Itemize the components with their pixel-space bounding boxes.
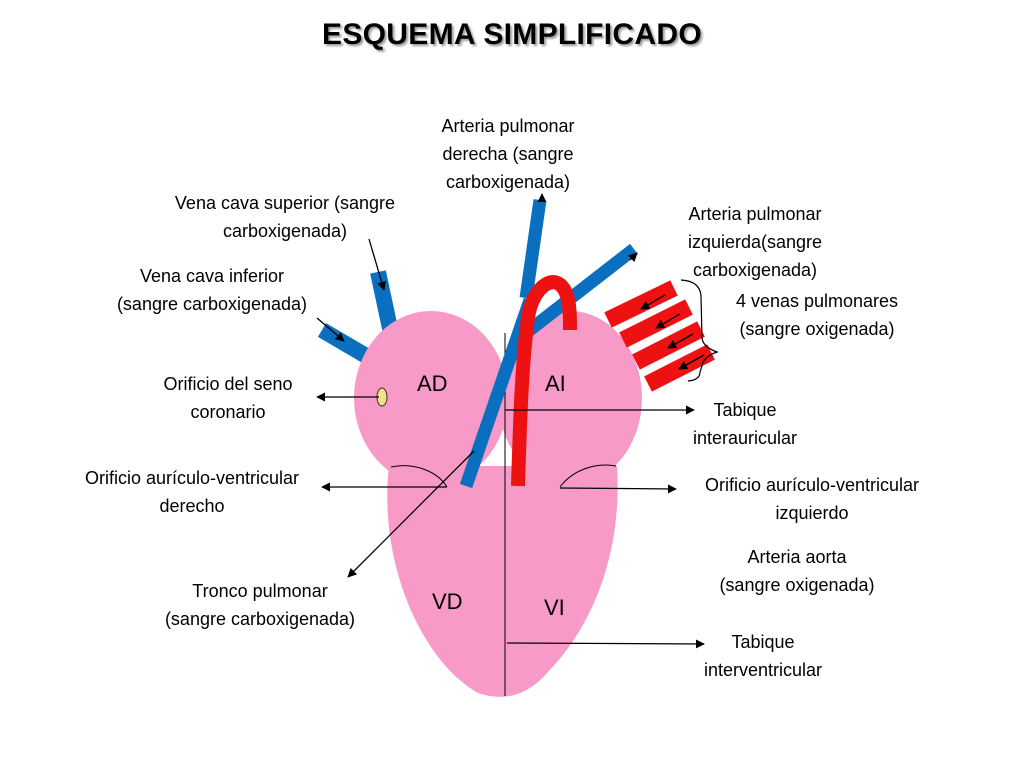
label-line: carboxigenada) <box>222 221 348 241</box>
label-arteria-pulmonar-izquierda: Arteria pulmonar izquierda(sangre carbox… <box>660 200 850 284</box>
label-vena-cava-superior: Vena cava superior (sangre carboxigenada… <box>150 189 420 245</box>
label-tabique-interauricular: Tabique interauricular <box>672 396 818 452</box>
arteria-pulmonar-derecha-vessel <box>519 199 547 299</box>
label-line: (sangre carboxigenada) <box>116 294 308 314</box>
label-orificio-seno-coronario: Orificio del seno coronario <box>138 370 318 426</box>
label-line: Arteria pulmonar <box>688 204 822 224</box>
av-valve-right <box>390 465 448 488</box>
atrium-right <box>354 311 508 485</box>
chamber-label-ai: AI <box>545 371 566 396</box>
label-orificio-av-derecho: Orificio aurículo-ventricular derecho <box>52 464 332 520</box>
label-line: Arteria aorta <box>747 547 847 567</box>
label-line: coronario <box>190 402 266 422</box>
pulmonary-veins-brace <box>680 279 719 382</box>
label-line: (sangre oxigenada) <box>739 319 895 339</box>
arteria-pulmonar-izquierda-vessel <box>518 243 638 342</box>
label-tronco-pulmonar: Tronco pulmonar (sangre carboxigenada) <box>140 577 380 633</box>
label-line: Vena cava superior (sangre <box>174 193 396 213</box>
label-line: Vena cava inferior <box>139 266 285 286</box>
label-venas-pulmonares: 4 venas pulmonares (sangre oxigenada) <box>712 287 922 343</box>
diagram-title: ESQUEMA SIMPLIFICADO <box>322 18 702 51</box>
pointer-arrows <box>316 193 705 649</box>
label-tabique-interventricular: Tabique interventricular <box>680 628 846 684</box>
label-line: Tronco pulmonar <box>192 581 328 601</box>
label-line: izquierdo <box>775 503 849 523</box>
label-orificio-av-izquierdo: Orificio aurículo-ventricular izquierdo <box>672 471 952 527</box>
ventricles <box>387 466 618 697</box>
label-line: Tabique <box>731 632 795 652</box>
label-line: interauricular <box>692 428 798 448</box>
arrow-pulmonary-vein <box>678 354 705 370</box>
arrow-arteria-pulmonar-izquierda <box>627 252 638 263</box>
arrow-tabique-interventricular <box>506 639 705 649</box>
arrow-pulmonary-vein <box>640 294 666 310</box>
label-line: carboxigenada) <box>445 172 571 192</box>
arrow-orificio-av-izquierdo <box>559 484 677 494</box>
label-line: (sangre oxigenada) <box>719 575 875 595</box>
arrow-pulmonary-vein <box>667 333 694 349</box>
heart <box>354 311 642 697</box>
label-line: (sangre carboxigenada) <box>164 609 356 629</box>
arrow-vena-cava-inferior <box>316 317 345 342</box>
label-line: Orificio aurículo-ventricular <box>704 475 920 495</box>
label-line: Tabique <box>713 400 777 420</box>
label-arteria-aorta: Arteria aorta (sangre oxigenada) <box>692 543 902 599</box>
label-line: izquierda(sangre <box>687 232 823 252</box>
chamber-label-vd: VD <box>432 589 463 614</box>
label-line: Arteria pulmonar <box>441 116 575 136</box>
label-vena-cava-inferior: Vena cava inferior (sangre carboxigenada… <box>92 262 332 318</box>
label-line: carboxigenada) <box>692 260 818 280</box>
chamber-label-ad: AD <box>417 371 448 396</box>
label-line: 4 venas pulmonares <box>735 291 899 311</box>
vena-cava-inferior-vessel <box>317 323 373 364</box>
atrium-left <box>498 311 642 485</box>
label-line: Orificio del seno <box>163 374 293 394</box>
label-line: derecho <box>159 496 225 516</box>
label-line: derecha (sangre <box>442 144 574 164</box>
label-arteria-pulmonar-derecha: Arteria pulmonar derecha (sangre carboxi… <box>408 112 608 196</box>
aorta-vessel <box>511 275 577 487</box>
chamber-label-vi: VI <box>544 595 565 620</box>
arrow-pulmonary-vein <box>655 313 681 329</box>
vena-cava-superior-vessel <box>370 270 399 335</box>
arrow-vena-cava-superior <box>368 238 387 291</box>
arrow-tronco-pulmonar <box>347 450 475 578</box>
label-line: Orificio aurículo-ventricular <box>84 468 300 488</box>
av-valve-left <box>559 464 617 488</box>
label-line: interventricular <box>703 660 823 680</box>
